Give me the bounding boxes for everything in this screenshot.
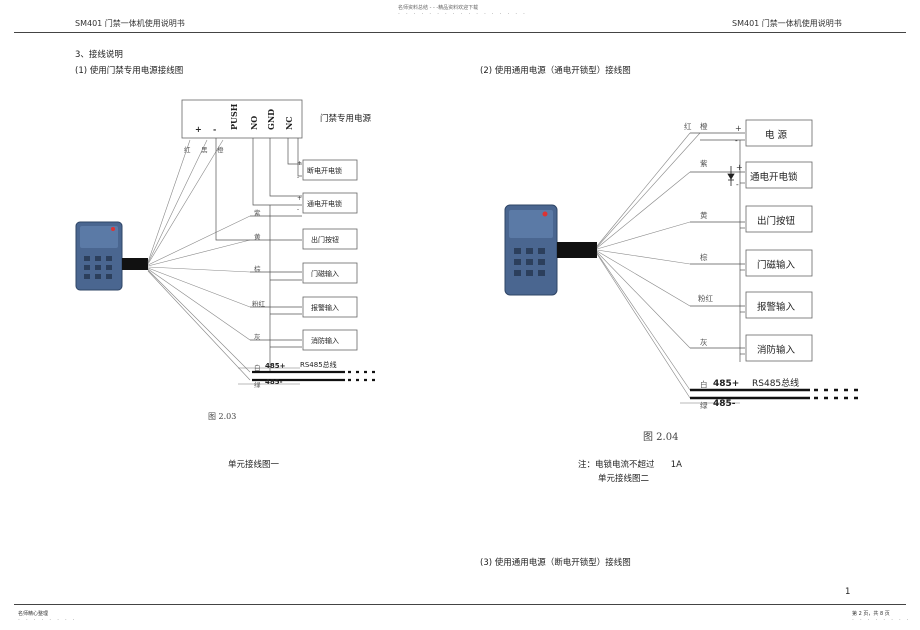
svg-text:GND: GND (266, 109, 276, 130)
wire-label-2-yellow: 黄 (700, 211, 708, 220)
svg-text:+: + (735, 124, 742, 133)
card-reader-device-1 (75, 221, 148, 291)
figure-number-2: 图 2.04 (643, 432, 679, 443)
svg-text:+: + (297, 160, 302, 167)
svg-text:NO: NO (249, 116, 259, 130)
footer-left-note: 名师精心整理 (18, 611, 49, 617)
subheading-1: (1) 使用门禁专用电源接线图 (75, 66, 184, 76)
green-label-2: 绿 (700, 401, 708, 410)
white-label-2: 白 (700, 380, 708, 389)
wire-label-2-pink: 粉红 (698, 294, 713, 303)
card-reader-device-2 (504, 204, 597, 296)
wire-label-2-brown: 棕 (700, 253, 708, 262)
wire-label-2-red: 红 (684, 122, 692, 131)
wire-label-1-yellow: 黄 (254, 233, 261, 241)
wire-label-1-grey: 灰 (254, 333, 261, 341)
wire-label-2-orange: 橙 (700, 122, 708, 131)
wire-label-2-grey: 灰 (700, 338, 708, 347)
box-label-2-4: 报警输入 (757, 302, 796, 313)
svg-text:-: - (297, 174, 299, 181)
svg-text:+: + (297, 195, 302, 202)
wire-label-1-brown: 棕 (254, 265, 261, 273)
box-label-1-3: 门磁输入 (311, 270, 339, 278)
box-label-1-1: 通电开电锁 (307, 200, 342, 208)
neg485-label-2: 485- (713, 399, 736, 409)
svg-text:+: + (736, 163, 743, 172)
footer-right-note: 第 2 页，共 8 页 (852, 611, 890, 617)
wire-label-1-pink: 粉红 (252, 300, 265, 308)
box-label-2-2: 出门按钮 (757, 216, 796, 227)
svg-text:PUSH: PUSH (229, 103, 239, 130)
wire-label-2-purple: 紫 (700, 159, 708, 168)
figure-number-1: 图 2.03 (208, 412, 237, 421)
footer-left-dots: · · · · · · · · (18, 617, 77, 624)
psu-terminals: + - PUSH NO GND NC (195, 103, 294, 134)
page-number: 1 (845, 587, 851, 597)
rs485-label-2: RS485总线 (752, 379, 800, 389)
svg-text:-: - (213, 124, 216, 134)
section-heading: 3、接线说明 (75, 50, 123, 60)
wiring-diagram-1: + - PUSH NO GND NC (75, 99, 378, 385)
svg-text:-: - (297, 206, 299, 213)
box-label-1-0: 断电开电锁 (307, 167, 342, 175)
box-label-2-0: 电 源 (765, 130, 788, 141)
box-label-1-2: 出门按钮 (311, 236, 339, 244)
wire-label-1-purple: 紫 (254, 209, 261, 217)
header-rule (14, 32, 906, 33)
wire-color-orange-1: 橙 (217, 146, 224, 154)
caption-2: 单元接线图二 (598, 474, 650, 484)
psu-title: 门禁专用电源 (320, 114, 372, 124)
pos485-label-1: 485+ (265, 362, 286, 370)
header-left-title: SM401 门禁一体机使用说明书 (75, 19, 185, 28)
subheading-2: (2) 使用通用电源（通电开锁型）接线图 (480, 66, 631, 76)
box-label-2-1: 通电开电锁 (750, 172, 798, 183)
box-label-2-3: 门磁输入 (757, 260, 796, 271)
subheading-3: (3) 使用通用电源（断电开锁型）接线图 (480, 558, 631, 568)
box-label-2-5: 消防输入 (757, 345, 796, 356)
watermark-top: 名师资料总结 - - -精品资料欢迎下载 (398, 5, 479, 11)
footer-right-dots: · · · · · · · · (852, 617, 911, 624)
pos485-label-2: 485+ (713, 379, 740, 389)
header-right-title: SM401 门禁一体机使用说明书 (732, 19, 842, 28)
white-label-1: 白 (254, 364, 261, 372)
svg-text:-: - (736, 180, 739, 189)
rs485-label-1: RS485总线 (300, 361, 337, 369)
svg-text:NC: NC (284, 116, 294, 130)
note-2: 注：电锁电流不超过 1A (578, 460, 682, 470)
svg-text:+: + (195, 124, 202, 134)
svg-text:-: - (735, 136, 738, 145)
box-label-1-5: 消防输入 (311, 337, 339, 345)
wire-color-black-1: 黑 (201, 146, 208, 154)
wiring-diagram-2: + - + - (504, 119, 860, 404)
box-label-1-4: 报警输入 (311, 304, 339, 312)
wire-color-red-1: 红 (184, 146, 191, 154)
footer-rule (14, 604, 906, 605)
watermark-dots: · · · · · · · · · · · · · · · · · (398, 11, 527, 18)
neg485-label-1: 485- (265, 378, 283, 386)
caption-1: 单元接线图一 (228, 460, 280, 470)
green-label-1: 绿 (254, 381, 261, 389)
